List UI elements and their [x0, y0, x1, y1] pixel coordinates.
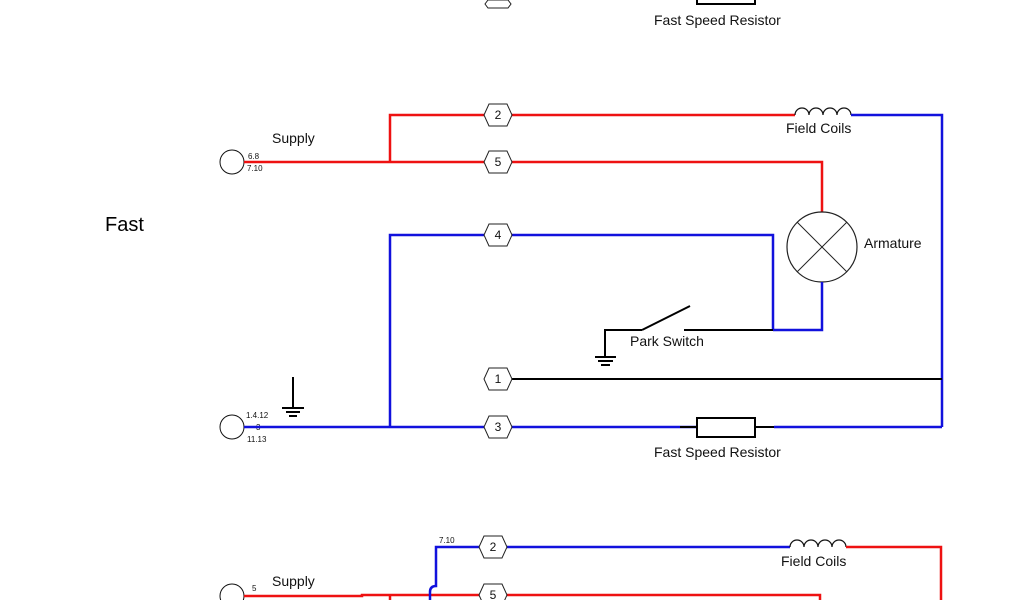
field-coils-label: Field Coils [781, 553, 846, 569]
blue-wire [428, 545, 790, 600]
field-coil-return-wire [846, 545, 943, 600]
armature-cross [796, 221, 848, 273]
supply-pin-bottom: 7.10 [247, 164, 263, 173]
terminal-2: 2 [483, 103, 513, 127]
supply-label: Supply [272, 573, 315, 589]
terminal-1: 1 [483, 367, 513, 391]
field-coil-return-wire [851, 113, 944, 427]
armature-return-wire [773, 282, 824, 332]
resistor-label: Fast Speed Resistor [654, 12, 781, 28]
terminal-number: 4 [495, 228, 502, 242]
terminal-5: 5 [483, 150, 513, 174]
terminal-number: 2 [495, 108, 502, 122]
terminal-number: 2 [490, 540, 497, 554]
wire-note: 7.10 [439, 536, 455, 545]
ground-icon [595, 356, 616, 366]
terminal-hexagon [484, 0, 512, 9]
supply-connector-icon [219, 149, 245, 175]
terminal-4: 4 [483, 223, 513, 247]
terminal-3: 3 [483, 415, 513, 439]
supply-wire [244, 160, 824, 212]
resistor-symbol [696, 0, 756, 5]
bottom-fragment: 5 Supply 7.10 Field Coils 2 5 [219, 535, 943, 600]
supply-wire [244, 593, 822, 600]
terminal-number: 5 [490, 588, 497, 600]
supply-wire-branch [388, 113, 795, 162]
top-fragment: Fast Speed Resistor [484, 0, 781, 28]
field-coils-icon [794, 107, 852, 116]
armature-label: Armature [864, 235, 922, 251]
field-coils-icon [789, 539, 847, 548]
park-switch-label: Park Switch [630, 333, 704, 349]
supply-label: Supply [272, 130, 315, 146]
terminal-number: 1 [495, 372, 502, 386]
ground-connector-icon [219, 414, 245, 440]
terminal-number: 3 [495, 420, 502, 434]
chassis-ground-icon [282, 377, 304, 417]
supply-connector-icon [219, 583, 245, 600]
resistor-label: Fast Speed Resistor [654, 444, 781, 460]
ground-pin-top: 1.4.12 [246, 411, 269, 420]
terminal-number: 5 [495, 155, 502, 169]
terminal-2: 2 [478, 535, 508, 559]
ground-pin-bottom: 11.13 [247, 435, 267, 444]
section-title: Fast [105, 214, 144, 236]
park-switch-ground-wire [604, 329, 642, 356]
supply-pin-top: 5 [252, 584, 257, 593]
field-coils-label: Field Coils [786, 120, 851, 136]
supply-pin-top: 6.8 [248, 152, 260, 161]
park-switch-lever-icon [641, 305, 691, 331]
fast-section: Fast 6.8 7.10 Supply Field Coils Armatur… [105, 103, 944, 460]
fast-speed-resistor-icon [696, 417, 756, 438]
terminal-4-wire [388, 233, 775, 427]
terminal-5: 5 [478, 583, 508, 600]
